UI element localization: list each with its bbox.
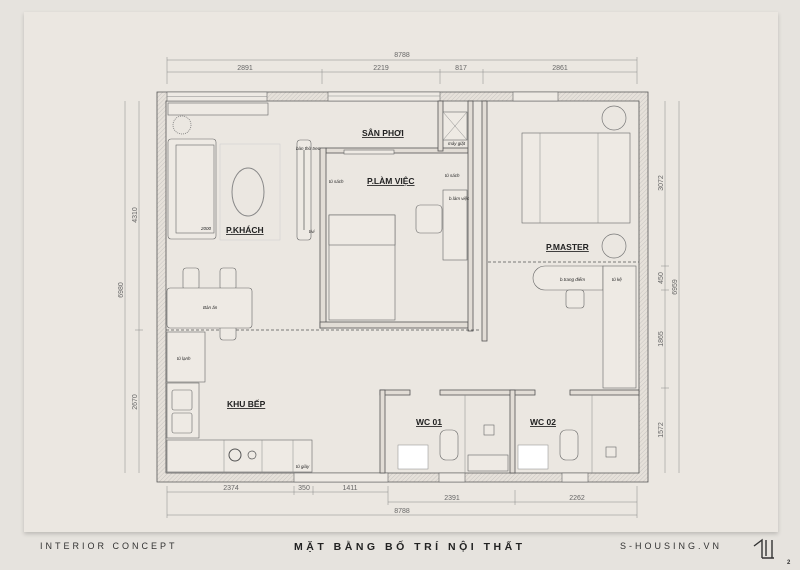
- work-area: SÂN PHƠI máy giặt P.LÀM VIỆC tủ sách tủ …: [328, 111, 470, 321]
- dining-table: [166, 287, 253, 329]
- room-label-wc01: WC 01: [416, 417, 442, 427]
- right-dimensions: 3072 450 1865 1572 6959: [658, 101, 680, 473]
- label-tu-ke: tủ kệ: [612, 276, 622, 282]
- footer-left-text: INTERIOR CONCEPT: [40, 541, 178, 551]
- room-label-san-phoi: SÂN PHƠI: [362, 127, 404, 138]
- label-tivi: tivi: [309, 229, 316, 234]
- kitchen-dining: Bàn ăn tủ lạnh tủ giày KHU BẾP: [166, 267, 313, 473]
- interior-walls: [166, 100, 640, 474]
- dim-left-2: 2670: [132, 394, 139, 410]
- page-number: 2: [787, 560, 791, 566]
- dim-bottom-total: 8788: [394, 508, 410, 515]
- label-tu-sach-1: tủ sách: [329, 178, 344, 184]
- label-b-trang-diem: b.trang điểm: [560, 276, 585, 282]
- dim-bottom-4: 2391: [444, 495, 460, 502]
- dim-left-1: 4310: [132, 207, 139, 223]
- dim-bottom-2: 350: [298, 485, 310, 492]
- stove-icon: [228, 448, 242, 462]
- label-ban-an: Bàn ăn: [203, 305, 218, 310]
- drawing-title: MẶT BẰNG BỐ TRÍ NỘI THẤT: [294, 541, 526, 553]
- label-may-giat: máy giặt: [448, 141, 466, 146]
- room-label-master: P.MASTER: [546, 242, 589, 252]
- label-tu-giay: tủ giày: [296, 463, 310, 469]
- dim-top-1: 2891: [237, 65, 253, 72]
- lamp-icon: [601, 105, 627, 131]
- dim-bottom-3: 1411: [342, 485, 357, 492]
- office-chair: [415, 204, 443, 234]
- exterior-walls: [156, 91, 649, 483]
- rug: [219, 143, 281, 241]
- sofa-seat: [175, 144, 215, 234]
- dim-top-4: 2861: [552, 65, 568, 72]
- master-bed: [521, 132, 631, 224]
- left-dimensions: 6980 4310 2670: [118, 101, 143, 473]
- sink: [171, 389, 193, 411]
- plant-icon: [172, 115, 192, 135]
- label-b-lam-viec: b.làm việc: [449, 196, 470, 201]
- living-room: bàn thờ treo tivi 2000 P.KHÁCH: [167, 102, 321, 241]
- kitchen-counter: [166, 439, 313, 473]
- label-tu-sach-2: tủ sách: [445, 172, 460, 178]
- label-tu-lanh: tủ lạnh: [177, 355, 191, 361]
- dim-right-4: 1572: [658, 422, 665, 438]
- curtain: [167, 102, 269, 116]
- dim-left-total: 6980: [118, 282, 125, 298]
- fridge: [166, 331, 206, 383]
- dim-top-total: 8788: [394, 52, 410, 59]
- room-label-khach: P.KHÁCH: [226, 225, 264, 235]
- wardrobe: [602, 265, 637, 389]
- dim-top-2: 2219: [373, 65, 389, 72]
- bottom-dimensions: 2374 350 1411 2391 2262 8788: [166, 485, 638, 518]
- top-dimensions: 8788 2891 2219 817 2861: [166, 52, 638, 84]
- coffee-table: [231, 167, 265, 217]
- room-label-bep: KHU BẾP: [227, 399, 266, 409]
- label-sofa-length: 2000: [200, 226, 212, 231]
- dim-right-3: 1865: [658, 331, 665, 347]
- dim-bottom-1: 2374: [223, 485, 239, 492]
- toilet: [439, 429, 459, 461]
- room-label-wc02: WC 02: [530, 417, 556, 427]
- dim-top-3: 817: [455, 65, 467, 72]
- dim-right-2: 450: [658, 272, 665, 284]
- dim-right-1: 3072: [658, 175, 665, 191]
- desk: [442, 189, 468, 261]
- dim-bottom-5: 2262: [569, 495, 585, 502]
- basin: [397, 444, 429, 470]
- brand-logo-icon: [753, 538, 774, 559]
- dim-right-total: 6959: [672, 279, 679, 295]
- room-label-lam-viec: P.LÀM VIỆC: [367, 175, 415, 186]
- master-bedroom: P.MASTER b.trang điểm tủ kệ: [521, 105, 637, 389]
- footer-website: S-HOUSING.VN: [620, 541, 723, 551]
- bathrooms: WC 01 WC 02: [397, 395, 617, 473]
- label-ban-tho-treo: bàn thờ treo: [296, 146, 321, 151]
- vanity-table: [532, 265, 604, 291]
